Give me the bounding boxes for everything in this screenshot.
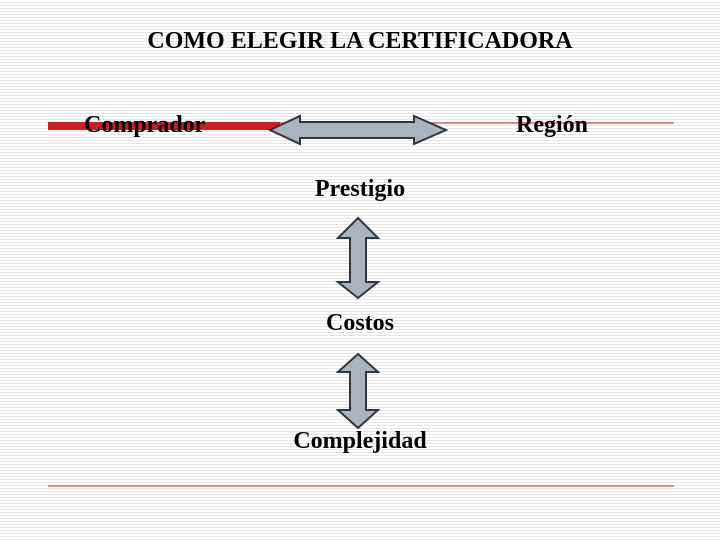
top-accent-bar <box>48 122 280 130</box>
label-prestigio: Prestigio <box>314 176 406 202</box>
page-title: COMO ELEGIR LA CERTIFICADORA <box>147 28 573 54</box>
label-costos: Costos <box>325 310 394 336</box>
vertical-double-arrow-upper <box>335 216 381 300</box>
horizontal-double-arrow <box>267 114 449 146</box>
label-region: Región <box>516 112 588 138</box>
vertical-double-arrow-lower <box>335 352 381 430</box>
label-complejidad: Complejidad <box>293 428 427 454</box>
label-comprador: Comprador <box>84 112 206 138</box>
